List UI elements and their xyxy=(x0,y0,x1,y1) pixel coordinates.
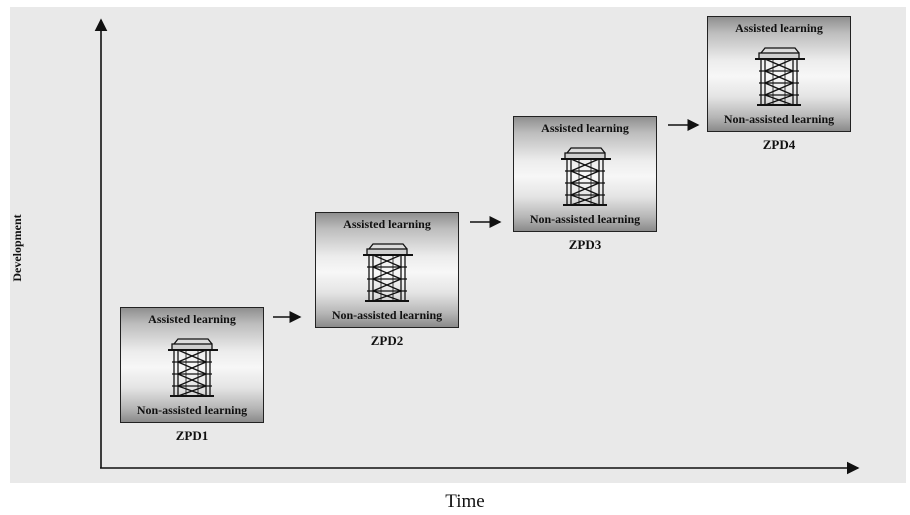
scaffold-icon xyxy=(755,47,805,106)
zpd-box-3: Assisted learning Non-assisted learning xyxy=(513,116,657,232)
assisted-learning-label: Assisted learning xyxy=(148,312,236,326)
assisted-learning-label: Assisted learning xyxy=(541,121,629,135)
y-axis-label: Development xyxy=(10,214,24,282)
assisted-learning-label: Assisted learning xyxy=(735,21,823,35)
non-assisted-learning-label: Non-assisted learning xyxy=(136,403,248,417)
zpd-label-3: ZPD3 xyxy=(568,237,602,252)
zpd-label-2: ZPD2 xyxy=(370,333,404,348)
scaffold-icon xyxy=(363,243,413,302)
scaffold-icon xyxy=(561,147,611,206)
zpd-box-4: Assisted learning Non-assisted learning xyxy=(707,16,851,132)
assisted-learning-label: Assisted learning xyxy=(343,217,431,231)
non-assisted-learning-label: Non-assisted learning xyxy=(529,212,641,226)
zpd-label-1: ZPD1 xyxy=(175,428,209,443)
zpd-box-2: Assisted learning Non-assisted learning xyxy=(315,212,459,328)
zpd-box-1: Assisted learning Non-assisted learning xyxy=(120,307,264,423)
x-axis-label: Time xyxy=(445,491,485,512)
zpd-label-4: ZPD4 xyxy=(762,137,796,152)
scaffold-icon xyxy=(168,338,218,397)
non-assisted-learning-label: Non-assisted learning xyxy=(331,308,443,322)
non-assisted-learning-label: Non-assisted learning xyxy=(723,112,835,126)
